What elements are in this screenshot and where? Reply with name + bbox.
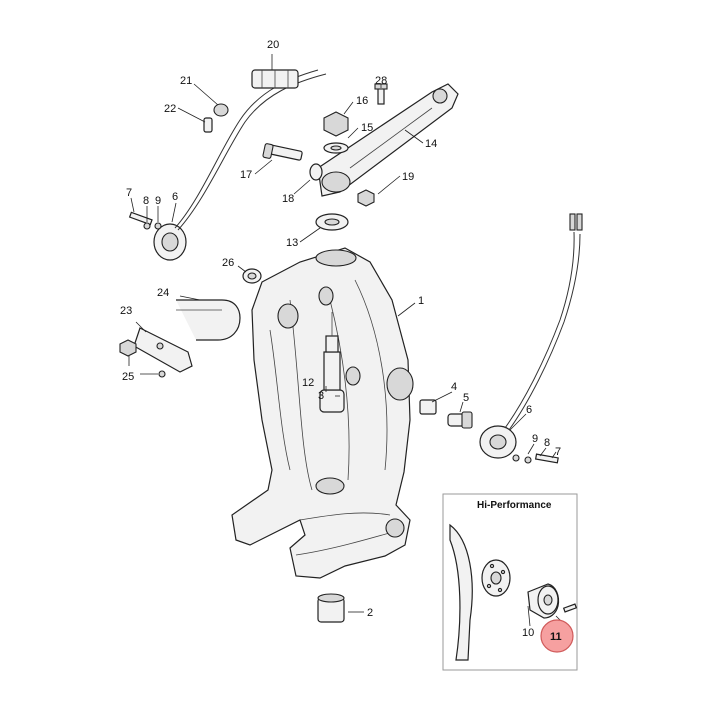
trim-sender-left (153, 69, 327, 261)
bolt-17 (262, 143, 303, 161)
callout-17: 17 (240, 169, 252, 181)
callout-5: 5 (463, 392, 469, 404)
steering-arm (317, 83, 459, 197)
callout-7-left: 7 (126, 187, 132, 199)
nut-19 (357, 189, 375, 207)
nut-25 (119, 339, 137, 357)
callout-11: 11 (550, 631, 562, 643)
nut-and-washer (323, 111, 349, 154)
callout-4: 4 (451, 381, 457, 393)
callout-7-right: 7 (555, 446, 561, 458)
washer-13 (315, 213, 349, 231)
gimbal-housing (231, 247, 414, 579)
callout-21: 21 (180, 75, 192, 87)
trim-sender-right (479, 213, 583, 459)
hi-performance-inset: Hi-Performance 10 11 (442, 493, 578, 671)
callout-16: 16 (356, 95, 368, 107)
washer-18 (309, 163, 323, 181)
pin-5 (447, 411, 473, 429)
callout-15: 15 (361, 122, 373, 134)
callout-labels: 20 21 22 7 8 9 6 28 16 15 14 17 18 19 13… (120, 39, 561, 619)
callout-28: 28 (375, 75, 387, 87)
callout-14: 14 (425, 138, 437, 150)
clip-26 (242, 268, 262, 284)
inset-title: Hi-Performance (477, 500, 552, 511)
pivot-pin (319, 312, 345, 413)
callout-10: 10 (522, 627, 534, 639)
callout-6-left: 6 (172, 191, 178, 203)
bottom-bushing (317, 593, 345, 623)
callout-23: 23 (120, 305, 132, 317)
callout-25: 25 (122, 371, 134, 383)
bushing-4 (419, 399, 437, 415)
callout-9-left: 9 (155, 195, 161, 207)
u-bolt-24 (176, 299, 241, 341)
callout-2: 2 (367, 607, 373, 619)
washer-25 (158, 370, 166, 378)
callout-8-right: 8 (544, 437, 550, 449)
plate-23 (133, 327, 193, 373)
callout-18: 18 (282, 193, 294, 205)
screws-left (128, 211, 162, 230)
highlight-circle (540, 619, 574, 653)
callout-3: 3 (318, 390, 324, 402)
callout-13: 13 (286, 237, 298, 249)
callout-6-right: 6 (526, 404, 532, 416)
callout-8-left: 8 (143, 195, 149, 207)
callout-22: 22 (164, 103, 176, 115)
callout-9-right: 9 (532, 433, 538, 445)
callout-24: 24 (157, 287, 169, 299)
clamp-21 (213, 103, 229, 117)
callout-19: 19 (402, 171, 414, 183)
callout-26: 26 (222, 257, 234, 269)
screws-right (512, 453, 559, 464)
callout-20: 20 (267, 39, 279, 51)
screw-22 (203, 117, 213, 133)
callout-12: 12 (302, 377, 314, 389)
leader-lines (128, 54, 557, 613)
callout-1: 1 (418, 295, 424, 307)
clip-20 (251, 69, 299, 89)
